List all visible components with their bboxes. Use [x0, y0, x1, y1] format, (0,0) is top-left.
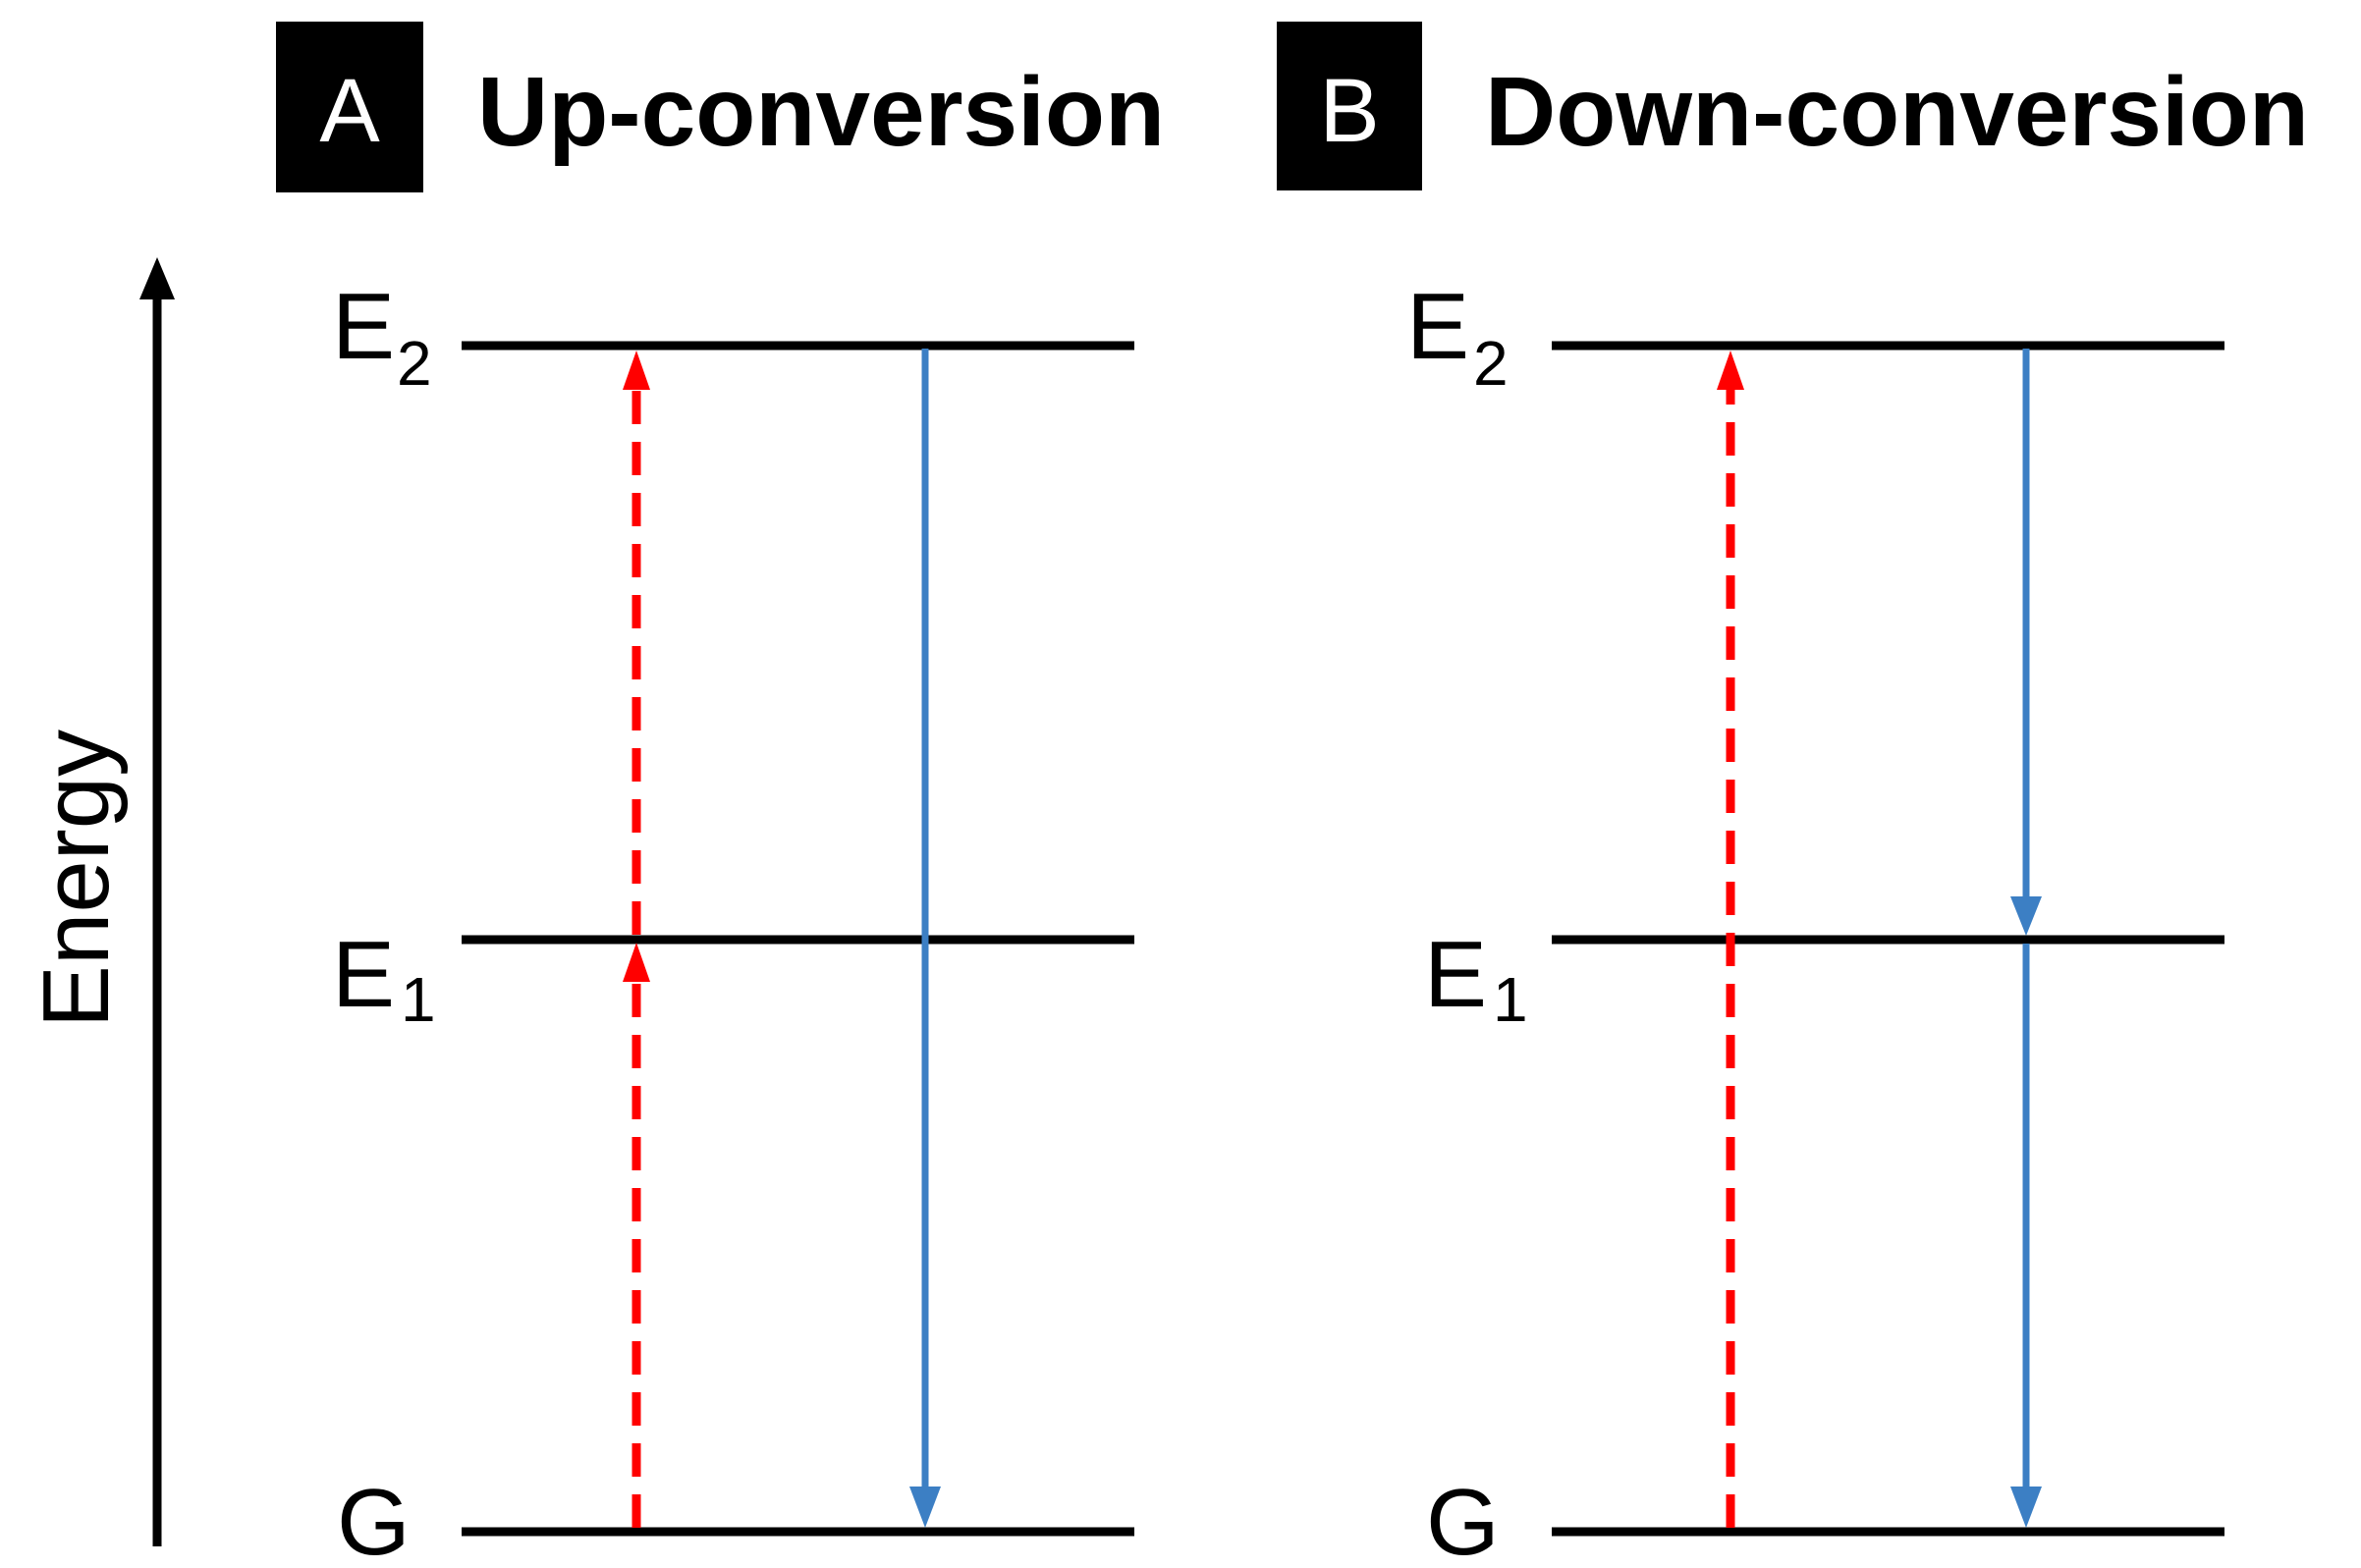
panel-a-title: Up-conversion	[477, 57, 1165, 167]
panel-b-level-e1-sub: 1	[1493, 964, 1528, 1035]
panel-b-emission-arrow-lower	[2010, 944, 2042, 1528]
panel-b-badge	[1277, 22, 1422, 190]
panel-b-level-e2-sub: 2	[1473, 328, 1509, 399]
energy-axis-label: Energy	[24, 730, 129, 1028]
panel-a-emission-arrow	[909, 349, 941, 1528]
panel-b-title: Down-conversion	[1485, 57, 2309, 167]
panel-b-level-e1-letter: E	[1424, 922, 1487, 1027]
panel-a-excitation-arrow-lower	[623, 943, 650, 1528]
panel-a-level-g-letter: G	[337, 1470, 411, 1568]
energy-axis: Energy	[24, 257, 175, 1546]
panel-a-excitation-arrow-upper	[623, 351, 650, 935]
panel-a: A Up-conversion E 2 E 1 G	[276, 22, 1165, 1568]
panel-a-level-e1-sub: 1	[401, 964, 436, 1035]
panel-b-emission-arrow-upper	[2010, 349, 2042, 936]
panel-b-excitation-arrow	[1717, 351, 1744, 1528]
panel-b: B Down-conversion E 2 E 1 G	[1277, 22, 2309, 1568]
panel-b-badge-letter: B	[1319, 61, 1379, 161]
panel-a-badge	[276, 22, 423, 192]
panel-b-level-g-letter: G	[1426, 1470, 1500, 1568]
panel-a-level-e1-letter: E	[332, 922, 395, 1027]
panel-b-level-e2-letter: E	[1406, 274, 1469, 379]
panel-a-level-e2-letter: E	[332, 274, 395, 379]
energy-axis-arrowhead	[139, 257, 175, 299]
panel-a-badge-letter: A	[319, 61, 380, 161]
panel-a-level-e2-sub: 2	[397, 328, 432, 399]
